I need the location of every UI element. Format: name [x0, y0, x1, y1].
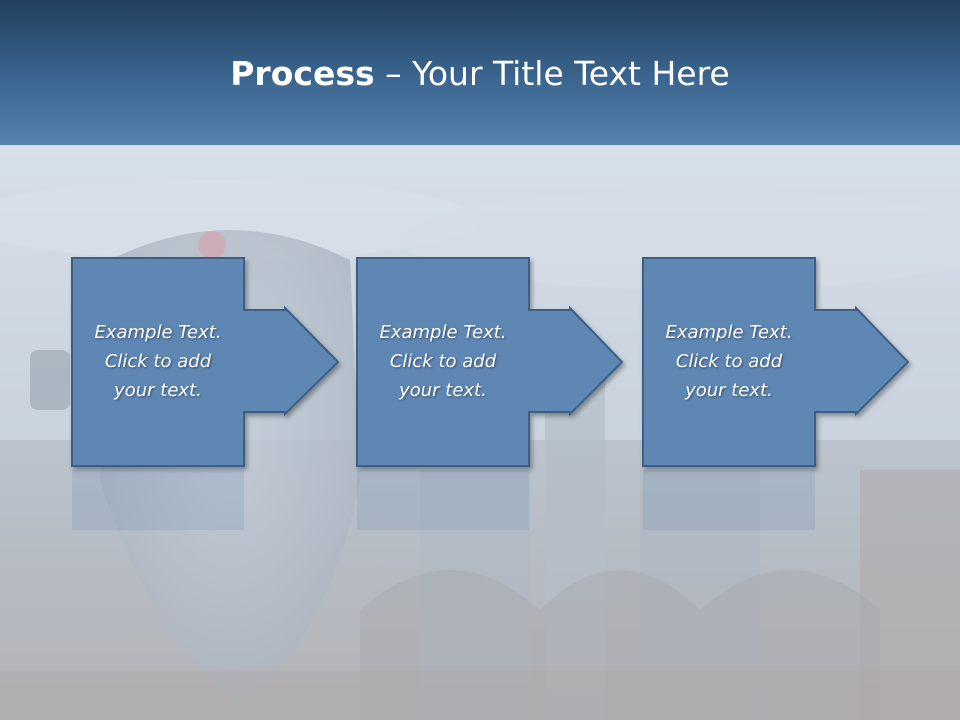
arrow-reflection-3: [643, 470, 815, 530]
process-arrow-1[interactable]: [71, 257, 340, 467]
step-text-3[interactable]: Example Text. Click to add your text.: [643, 258, 815, 464]
process-arrow-2[interactable]: [356, 257, 624, 467]
arrow-reflection-1: [72, 470, 244, 530]
slide-title[interactable]: Process – Your Title Text Here: [0, 52, 960, 96]
arrow-reflection-2: [357, 470, 529, 530]
step-label-2: Example Text. Click to add your text.: [379, 321, 507, 401]
header-bar: [0, 0, 960, 145]
step-label-1: Example Text. Click to add your text.: [94, 321, 222, 401]
process-arrow-3[interactable]: [642, 257, 910, 467]
step-text-1[interactable]: Example Text. Click to add your text.: [72, 258, 244, 464]
slide-title-rest: – Your Title Text Here: [374, 54, 730, 93]
slide-title-bold: Process: [230, 54, 375, 93]
step-label-3: Example Text. Click to add your text.: [665, 321, 793, 401]
step-text-2[interactable]: Example Text. Click to add your text.: [357, 258, 529, 464]
